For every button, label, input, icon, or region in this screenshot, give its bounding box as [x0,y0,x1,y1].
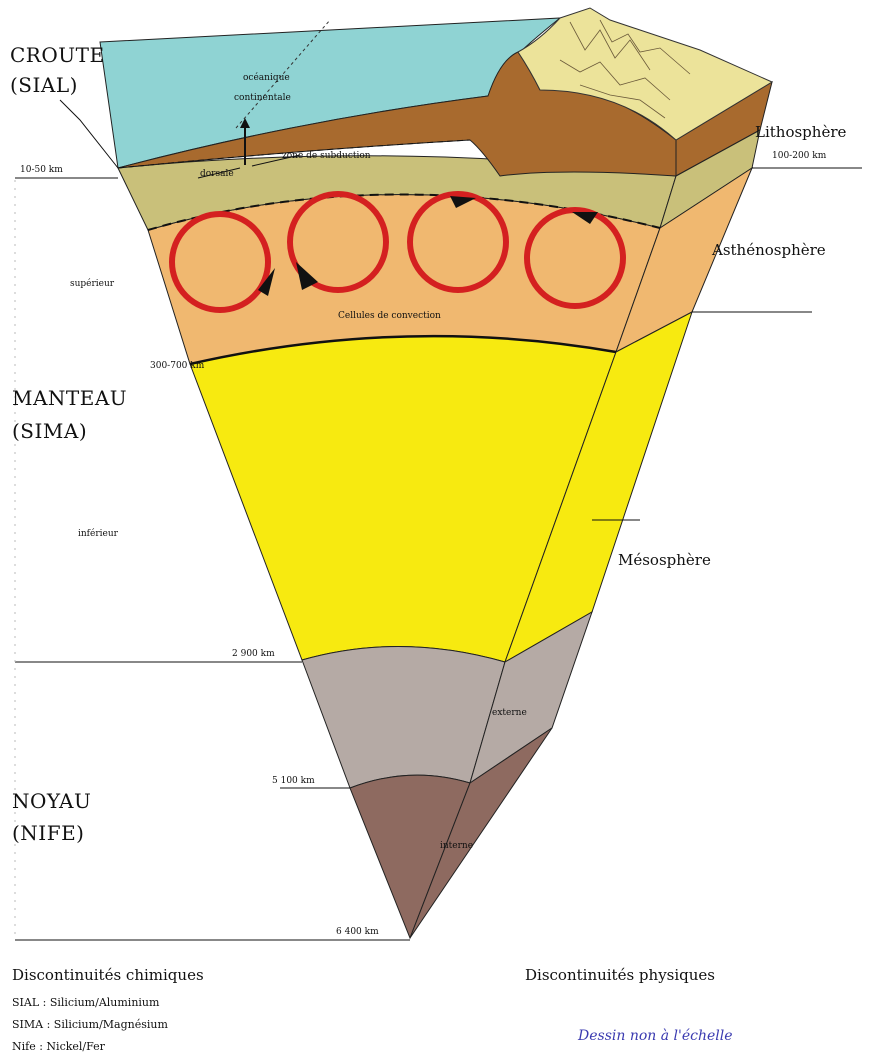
chemical-legend-item-3: Nife : Nickel/Fer [12,1040,106,1053]
croute-label: CROUTE [10,43,105,67]
manteau-sub-label: (SIMA) [12,419,87,443]
lower-mantle-label: inférieur [78,528,119,539]
chemical-legend-item-2: SIMA : Silicium/Magnésium [12,1018,168,1031]
upper-mantle-label: supérieur [70,278,115,289]
depth-center: 6 400 km [336,927,379,937]
inner-core-label: interne [440,841,473,851]
physical-legend-title: Discontinuités physiques [525,966,715,984]
mesosphere-label: Mésosphère [618,551,711,569]
ocean-crust-label: océanique [243,72,290,83]
chemical-legend-item-1: SIAL : Silicium/Aluminium [12,996,160,1009]
depth-outer-core-base: 5 100 km [272,776,315,786]
manteau-label: MANTEAU [12,386,127,410]
noyau-label: NOYAU [12,789,91,813]
depth-mantle-base: 2 900 km [232,649,275,659]
continental-crust-label: continentale [234,93,291,103]
chemical-legend-title: Discontinuités chimiques [12,966,204,984]
lithosphere-depth-label: 100-200 km [772,151,827,161]
asthenosphere-label: Asthénosphère [711,241,826,259]
subduction-label: zone de subduction [282,151,371,161]
noyau-sub-label: (NIFE) [12,821,84,845]
scale-note: Dessin non à l'échelle [577,1028,733,1044]
ridge-label: dorsale [200,169,234,179]
convection-label: Cellules de convection [338,311,441,321]
depth-crust-base: 10-50 km [20,165,63,175]
transition-label: 300-700 km [150,361,205,371]
lithosphere-label: Lithosphère [755,123,846,141]
croute-sub-label: (SIAL) [10,73,78,97]
outer-core-label: externe [492,708,527,718]
